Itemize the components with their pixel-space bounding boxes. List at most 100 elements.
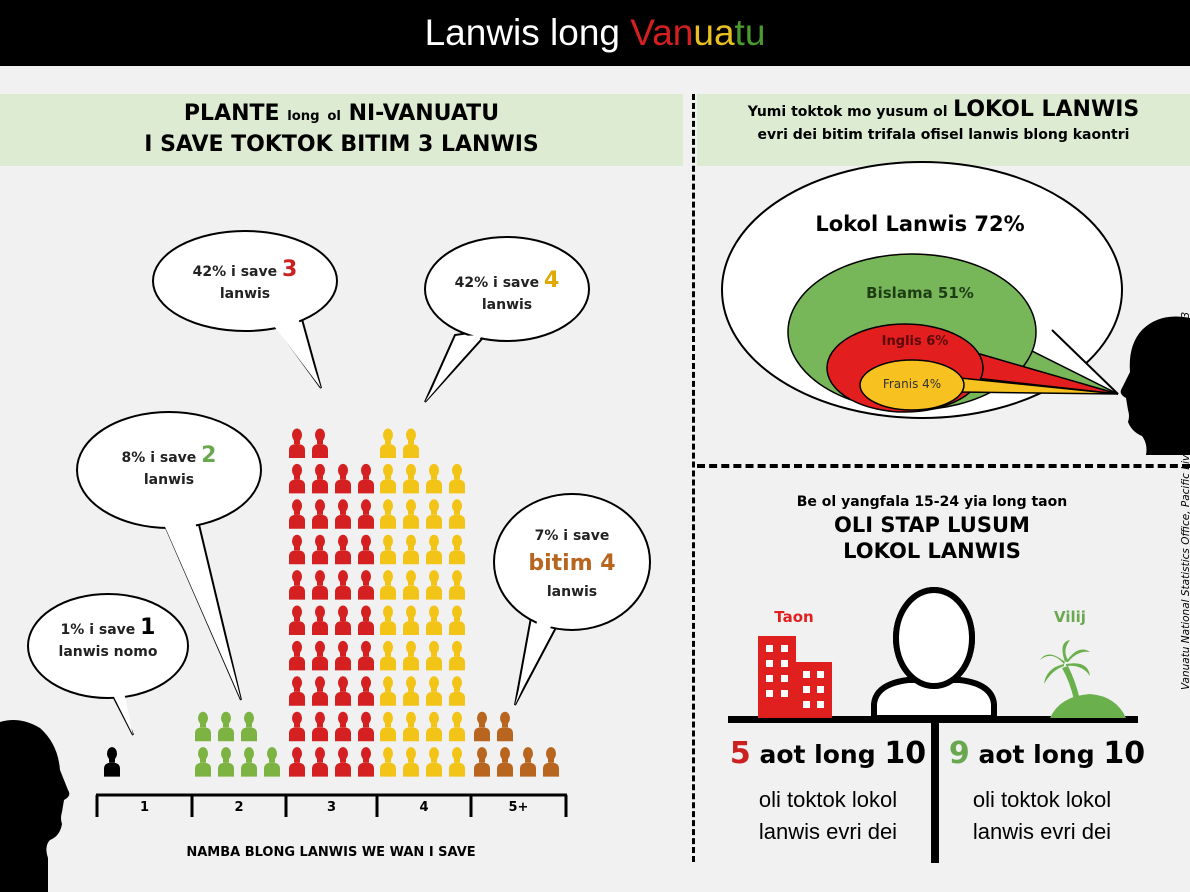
person-icon-3 bbox=[289, 640, 305, 671]
person-icon-3 bbox=[289, 711, 305, 742]
franis-ellipse bbox=[859, 359, 1119, 411]
vilij-label: Vilij bbox=[1054, 608, 1086, 626]
person-icon-3 bbox=[358, 640, 374, 671]
title-letter: n bbox=[672, 12, 694, 53]
left-heading-band bbox=[0, 94, 683, 166]
person-icon-4 bbox=[380, 534, 396, 565]
person-icon-3 bbox=[358, 747, 374, 777]
person-icon-3 bbox=[335, 534, 351, 565]
person-icon-4 bbox=[426, 711, 442, 742]
person-icon-3 bbox=[289, 428, 305, 458]
axis-label-3: 3 bbox=[326, 800, 337, 815]
person-icon-3 bbox=[358, 676, 374, 706]
youth-heading-line3: LOKOL LANWIS bbox=[843, 539, 1021, 563]
person-icon-4 bbox=[449, 499, 465, 529]
person-icon-3 bbox=[358, 499, 374, 529]
left-heading-line2: I SAVE TOKTOK BITIM 3 LANWIS bbox=[144, 132, 539, 157]
title-letter: a bbox=[652, 12, 673, 53]
person-icon-5+ bbox=[474, 747, 490, 777]
building-icon bbox=[758, 636, 832, 718]
person-icon-2 bbox=[195, 711, 211, 742]
person-icon-3 bbox=[312, 640, 328, 671]
person-icon-4 bbox=[380, 711, 396, 742]
title-letter: a bbox=[713, 12, 735, 53]
person-icon-4 bbox=[449, 676, 465, 706]
axis-label-5: 5+ bbox=[508, 800, 529, 815]
person-icon-4 bbox=[380, 463, 396, 494]
person-icon-4 bbox=[449, 747, 465, 777]
person-icon-3 bbox=[335, 747, 351, 777]
page-title: Lanwis long Vanuatu bbox=[0, 0, 1190, 66]
horizontal-divider bbox=[697, 464, 1190, 468]
person-icon-4 bbox=[380, 570, 396, 600]
person-icon-3 bbox=[312, 499, 328, 529]
person-icon-3 bbox=[312, 676, 328, 706]
person-icon-4 bbox=[449, 463, 465, 494]
franis-label: Franis 4% bbox=[882, 377, 942, 391]
person-icon-3 bbox=[335, 711, 351, 742]
bubble-5-number: bitim 4 bbox=[528, 551, 616, 576]
vilij-stat: 9 aot long 10 bbox=[948, 736, 1146, 771]
person-icon-4 bbox=[426, 570, 442, 600]
title-colored-word: Vanuatu bbox=[630, 12, 765, 53]
palm-island-icon bbox=[1040, 640, 1126, 718]
bubble-1-shape bbox=[27, 593, 189, 736]
person-icon-4 bbox=[449, 570, 465, 600]
bubble-4-number: 4 bbox=[544, 268, 560, 293]
person-icon-4 bbox=[426, 499, 442, 529]
person-icon-4 bbox=[449, 711, 465, 742]
person-icon-4 bbox=[403, 711, 419, 742]
person-icon-4 bbox=[380, 640, 396, 671]
bubble-4-text: 42% i save 4 lanwis bbox=[454, 268, 560, 314]
person-icon-2 bbox=[241, 747, 257, 777]
vilij-stat-number: 9 bbox=[948, 736, 970, 771]
person-icon-2 bbox=[264, 747, 280, 777]
person-icon-3 bbox=[312, 428, 328, 458]
person-icon-4 bbox=[403, 534, 419, 565]
bislama-label: Bislama 51% bbox=[866, 284, 974, 302]
person-icon-4 bbox=[380, 605, 396, 635]
title-bar bbox=[0, 0, 1190, 66]
title-letter: u bbox=[744, 12, 766, 53]
person-icon-3 bbox=[358, 605, 374, 635]
person-icon-4 bbox=[449, 640, 465, 671]
title-letter: V bbox=[630, 12, 653, 53]
person-icon-4 bbox=[403, 605, 419, 635]
person-icon-5+ bbox=[543, 747, 559, 777]
axis-label-2: 2 bbox=[234, 800, 244, 815]
person-icon-3 bbox=[335, 676, 351, 706]
right-heading-line1: Yumi toktok mo yusum ol LOKOL LANWIS bbox=[747, 97, 1140, 122]
bubble-2-text: 8% i save 2 lanwis bbox=[121, 443, 217, 489]
person-icon-3 bbox=[358, 534, 374, 565]
bubble-1-number: 1 bbox=[140, 615, 156, 640]
person-icon-3 bbox=[335, 570, 351, 600]
person-icon-3 bbox=[335, 499, 351, 529]
person-icon-4 bbox=[449, 605, 465, 635]
vilij-stat-desc: oli toktok lokol lanwis evri dei bbox=[972, 787, 1112, 844]
title-letter: u bbox=[693, 12, 714, 53]
person-icon-1 bbox=[104, 747, 120, 777]
person-icon-2 bbox=[218, 747, 234, 777]
bubble-5-shape bbox=[493, 493, 651, 706]
person-icon-4 bbox=[403, 676, 419, 706]
axis-title: NAMBA BLONG LANWIS WE WAN I SAVE bbox=[186, 845, 476, 860]
person-icon-3 bbox=[289, 747, 305, 777]
person-icon-3 bbox=[289, 570, 305, 600]
taon-stat: 5 aot long 10 bbox=[729, 736, 927, 771]
left-heading: PLANTE long ol NI-VANUATU I SAVE TOKTOK … bbox=[0, 100, 683, 159]
bubble-2-shape bbox=[76, 411, 262, 701]
taon-label: Taon bbox=[774, 608, 814, 626]
person-icon-3 bbox=[358, 463, 374, 494]
bubble-2-number: 2 bbox=[201, 443, 217, 468]
right-heading-band bbox=[697, 94, 1190, 166]
youth-heading-line2: OLI STAP LUSUM bbox=[834, 513, 1030, 537]
person-icon-4 bbox=[426, 463, 442, 494]
person-icon-3 bbox=[335, 640, 351, 671]
person-icon-4 bbox=[426, 605, 442, 635]
right-heading: Yumi toktok mo yusum ol LOKOL LANWIS evr… bbox=[697, 97, 1190, 145]
person-icon-4 bbox=[403, 747, 419, 777]
axis-label-1: 1 bbox=[139, 800, 150, 815]
person-icon-4 bbox=[426, 676, 442, 706]
right-heading-line2: evri dei bitim trifala ofisel lanwis blo… bbox=[757, 127, 1130, 143]
